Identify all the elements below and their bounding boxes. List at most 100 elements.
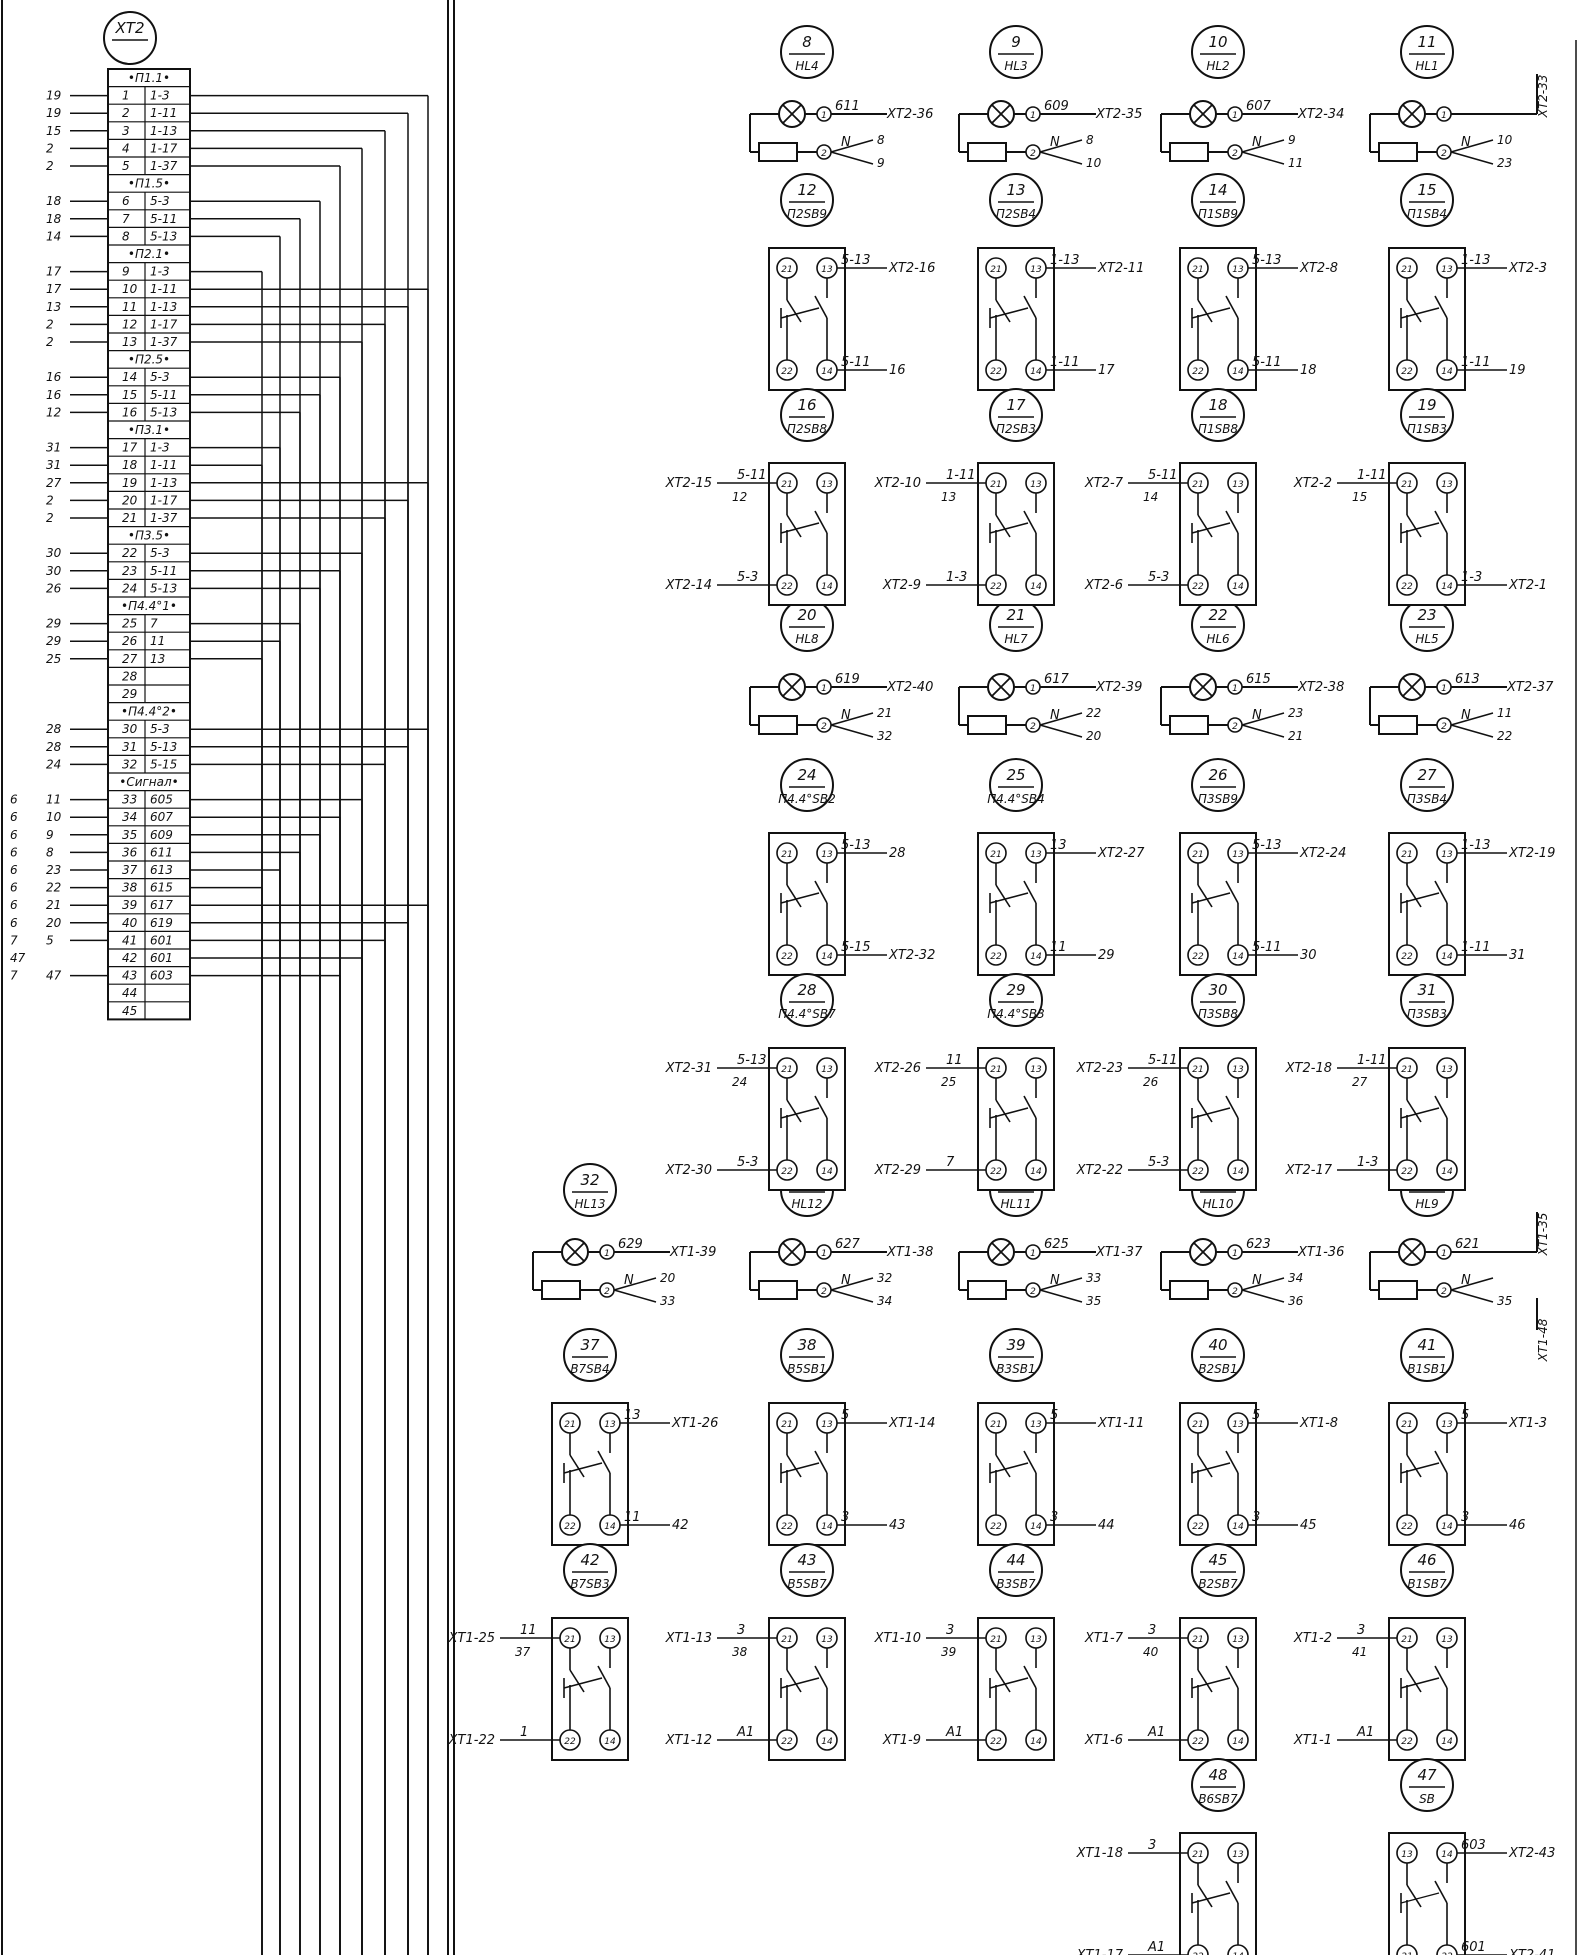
strip-terminal-number: 5 <box>122 159 130 173</box>
strip-terminal-code: 603 <box>150 969 173 983</box>
item-tag: В1SB7 <box>1407 1577 1447 1591</box>
item-bubble <box>780 1328 834 1382</box>
item-tag: HL7 <box>1004 632 1028 646</box>
lamp-destination: XT2-38 <box>1297 680 1344 695</box>
contact-number: 22 <box>1401 952 1413 962</box>
strip-terminal-code: 5-3 <box>150 194 170 208</box>
switch-wire-number: 1-3 <box>946 570 967 585</box>
contact-number: 21 <box>564 1635 575 1645</box>
terminal-number: 1 <box>1441 111 1447 121</box>
neutral-label: N <box>1461 135 1471 150</box>
contact-number: 13 <box>1441 480 1453 490</box>
strip-wire-number: 2 <box>46 317 54 331</box>
strip-wire-origin: 6 <box>10 810 18 824</box>
switch-wire-number: 13 <box>624 1408 641 1423</box>
lamp-wire-number: 20 <box>1086 729 1102 743</box>
terminal-number: 2 <box>1441 1287 1447 1297</box>
wire <box>1241 1277 1285 1291</box>
lamp-wire-number: 8 <box>1086 133 1094 147</box>
contact <box>1434 295 1448 319</box>
lamp-wire-number: 611 <box>835 99 860 114</box>
item-number: 24 <box>797 766 816 784</box>
strip-terminal-code: 607 <box>150 810 173 824</box>
wire <box>830 1277 874 1291</box>
item-tag: HL6 <box>1206 632 1230 646</box>
contact-number: 21 <box>781 850 792 860</box>
neutral-label: N <box>1252 708 1262 723</box>
contact-number: 14 <box>1441 1167 1453 1177</box>
contact <box>786 514 802 538</box>
resistor-icon <box>1169 1280 1209 1300</box>
contact <box>786 1099 802 1123</box>
item-tag: HL9 <box>1415 1197 1438 1211</box>
switch-destination: 19 <box>1509 363 1526 378</box>
contact-number: 14 <box>1232 1737 1244 1747</box>
lamp-wire-number: 32 <box>877 729 892 743</box>
switch-destination: XT1-17 <box>1076 1948 1124 1955</box>
contact-number: 13 <box>821 850 833 860</box>
strip-terminal-number: 39 <box>122 898 137 912</box>
item-number: 40 <box>1208 1336 1227 1354</box>
contact-number: 22 <box>990 1737 1002 1747</box>
contact-number: 21 <box>1401 265 1412 275</box>
contact-number: 21 <box>781 1420 792 1430</box>
contact <box>1434 1665 1448 1689</box>
item-number: 27 <box>1417 766 1437 784</box>
lamp-wire-number: 35 <box>1086 1294 1101 1308</box>
switch-wire-number: 1-11 <box>1357 1053 1387 1068</box>
contact <box>1434 1450 1448 1474</box>
contact <box>1023 1450 1037 1474</box>
contact <box>597 1450 611 1474</box>
switch-wire-number: 1-11 <box>1461 940 1491 955</box>
switch-destination: XT1-25 <box>448 1631 495 1646</box>
contact <box>786 884 802 908</box>
item-number: 46 <box>1417 1551 1436 1569</box>
contact-number: 21 <box>990 480 1001 490</box>
lamp-wire-number: 8 <box>877 133 885 147</box>
switch-destination: XT2-31 <box>665 1061 712 1076</box>
contact <box>995 514 1011 538</box>
wire <box>830 151 874 165</box>
item-tag: HL3 <box>1004 59 1027 73</box>
strip-wire-number: 28 <box>46 740 62 754</box>
contact <box>814 1450 828 1474</box>
switch-destination: XT2-22 <box>1076 1163 1123 1178</box>
item-number: 42 <box>580 1551 599 1569</box>
item-tag: SB <box>1419 1792 1435 1806</box>
item-tag: HL10 <box>1203 1197 1234 1211</box>
wire <box>1450 151 1494 165</box>
item-number: 13 <box>1006 181 1025 199</box>
switch-wire-number: 24 <box>732 1075 747 1089</box>
strip-group-header: •П2.5• <box>128 353 170 367</box>
contact <box>814 880 828 904</box>
contact-number: 22 <box>1192 367 1204 377</box>
wire <box>1039 1277 1083 1291</box>
actuator <box>1191 1462 1231 1474</box>
contact <box>995 299 1011 323</box>
strip-terminal-number: 33 <box>122 793 137 807</box>
strip-wire-number: 2 <box>46 511 54 525</box>
item-bubble <box>1400 1758 1454 1812</box>
item-number: 10 <box>1208 33 1227 51</box>
contact-number: 22 <box>1401 367 1413 377</box>
switch-destination: XT2-43 <box>1508 1846 1555 1861</box>
wire <box>830 712 874 726</box>
actuator <box>989 1677 1029 1689</box>
strip-wire-origin: 6 <box>10 828 18 842</box>
item-number: 32 <box>580 1171 599 1189</box>
contact <box>1023 880 1037 904</box>
contact <box>1406 1099 1422 1123</box>
neutral-label: N <box>1252 135 1262 150</box>
contact-number: 22 <box>990 582 1002 592</box>
contact <box>1225 1095 1239 1119</box>
neutral-label: N <box>1050 1273 1060 1288</box>
lamp-cross <box>782 1242 802 1262</box>
item-number: 48 <box>1208 1766 1227 1784</box>
lamp-cross <box>782 104 802 124</box>
contact-number: 13 <box>1030 480 1042 490</box>
strip-terminal-code: 1-3 <box>150 89 170 103</box>
